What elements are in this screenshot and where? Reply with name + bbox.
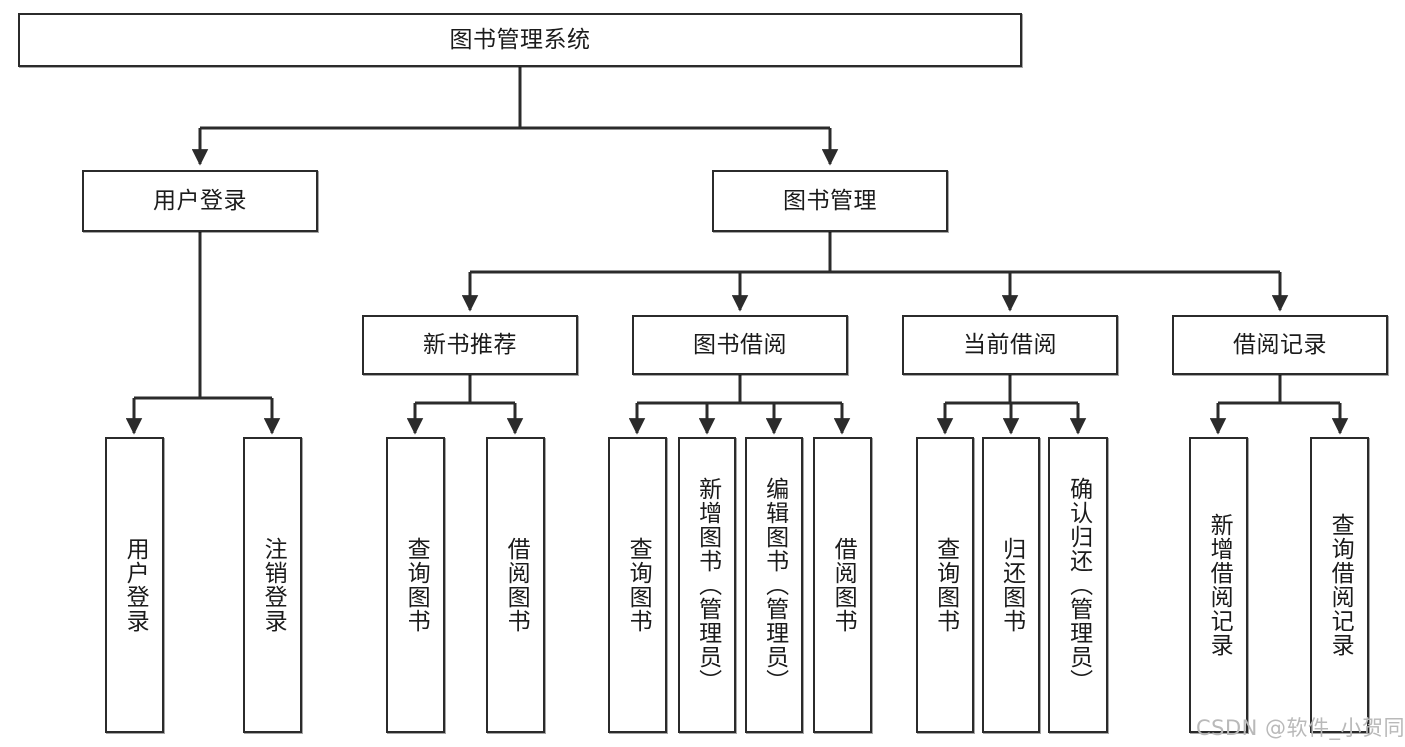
node-new-book-recommend[interactable]: 新书推荐: [362, 315, 578, 375]
node-leaf-add-book[interactable]: 新增图书（管理员）: [678, 437, 736, 733]
node-borrow-record[interactable]: 借阅记录: [1172, 315, 1388, 375]
node-leaf-borrow-book-1[interactable]: 借阅图书: [486, 437, 545, 733]
node-leaf-logout[interactable]: 注销登录: [243, 437, 302, 733]
node-leaf-borrow-book-1-label: 借阅图书: [503, 537, 530, 633]
node-leaf-return-book-label: 归还图书: [998, 537, 1025, 633]
node-leaf-add-record[interactable]: 新增借阅记录: [1189, 437, 1248, 733]
node-book-manage[interactable]: 图书管理: [712, 170, 948, 232]
node-leaf-query-record[interactable]: 查询借阅记录: [1310, 437, 1369, 733]
node-leaf-query-book-2[interactable]: 查询图书: [608, 437, 667, 733]
node-leaf-query-book-3-label: 查询图书: [932, 537, 959, 633]
node-leaf-confirm-return[interactable]: 确认归还（管理员）: [1048, 437, 1108, 733]
node-user-login[interactable]: 用户登录: [82, 170, 318, 232]
node-current-borrow-label: 当前借阅: [963, 331, 1057, 358]
node-leaf-add-record-label: 新增借阅记录: [1206, 513, 1233, 657]
node-leaf-edit-book-label: 编辑图书（管理员）: [761, 477, 788, 693]
node-leaf-logout-label: 注销登录: [260, 537, 287, 633]
node-book-manage-label: 图书管理: [783, 187, 877, 214]
node-root-label: 图书管理系统: [449, 26, 591, 53]
node-leaf-query-book-1[interactable]: 查询图书: [386, 437, 445, 733]
node-book-borrow[interactable]: 图书借阅: [632, 315, 848, 375]
node-leaf-return-book[interactable]: 归还图书: [982, 437, 1040, 733]
node-current-borrow[interactable]: 当前借阅: [902, 315, 1118, 375]
node-leaf-query-book-1-label: 查询图书: [403, 537, 430, 633]
node-book-borrow-label: 图书借阅: [693, 331, 787, 358]
node-leaf-user-login[interactable]: 用户登录: [105, 437, 164, 733]
node-user-login-label: 用户登录: [153, 187, 247, 214]
node-new-book-recommend-label: 新书推荐: [423, 331, 517, 358]
node-leaf-borrow-book-2[interactable]: 借阅图书: [813, 437, 872, 733]
node-leaf-edit-book[interactable]: 编辑图书（管理员）: [745, 437, 803, 733]
node-leaf-user-login-label: 用户登录: [122, 537, 149, 633]
node-leaf-query-book-3[interactable]: 查询图书: [916, 437, 974, 733]
node-borrow-record-label: 借阅记录: [1233, 331, 1327, 358]
node-leaf-confirm-return-label: 确认归还（管理员）: [1065, 477, 1092, 693]
node-root[interactable]: 图书管理系统: [18, 13, 1022, 67]
node-leaf-query-book-2-label: 查询图书: [625, 537, 652, 633]
node-leaf-query-record-label: 查询借阅记录: [1327, 513, 1354, 657]
node-leaf-borrow-book-2-label: 借阅图书: [830, 537, 857, 633]
node-leaf-add-book-label: 新增图书（管理员）: [694, 477, 721, 693]
